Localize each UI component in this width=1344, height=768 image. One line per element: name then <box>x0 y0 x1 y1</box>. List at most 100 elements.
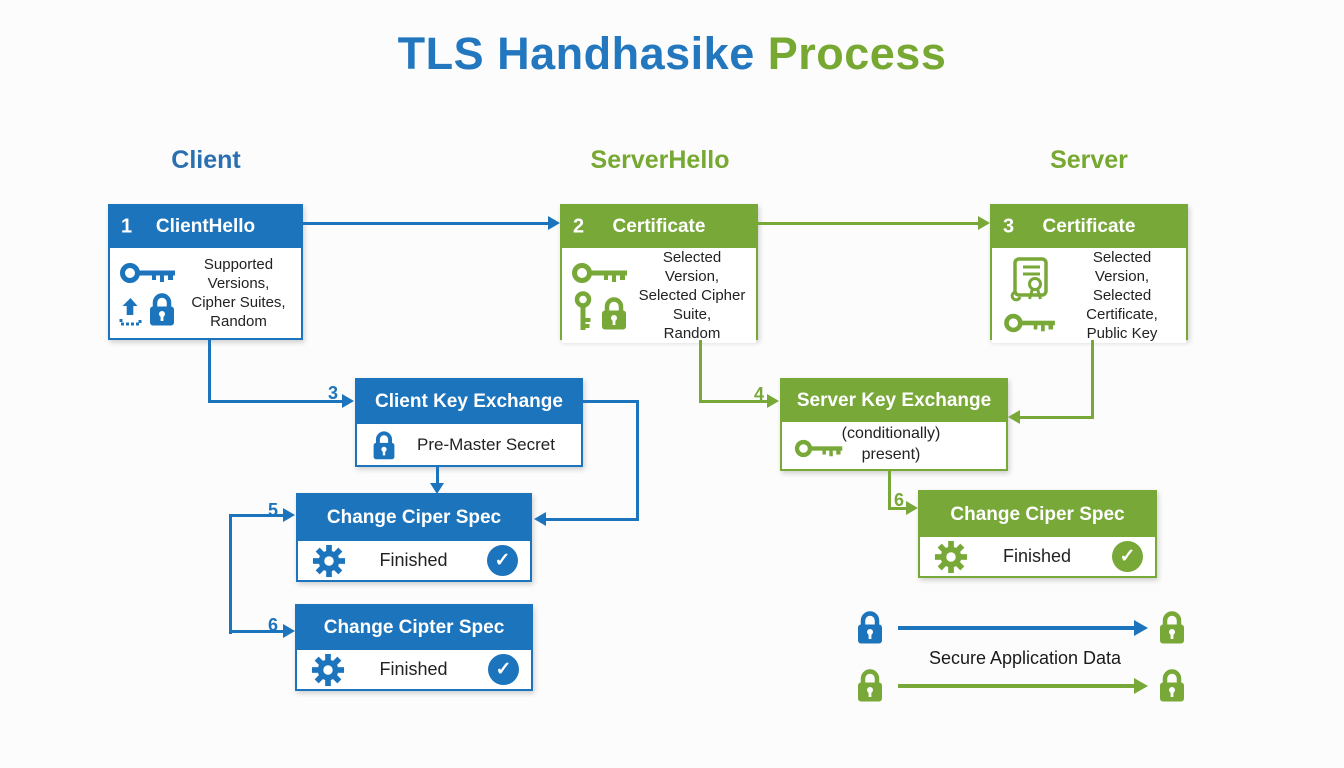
step-label-5: 5 <box>268 500 279 520</box>
arrow-certificate-to-server-head <box>978 216 990 230</box>
step-label-6-server: 6 <box>894 490 905 510</box>
connector-clienthello-right <box>208 400 344 403</box>
lock-icon <box>371 429 397 461</box>
key-icon <box>119 260 177 286</box>
box-client-key-exchange-body: Pre-Master Secret <box>357 424 581 465</box>
box-title: Certificate <box>612 216 706 237</box>
arrow-clienthello-to-certificate-line <box>303 222 549 225</box>
box-body-text: Finished <box>379 550 448 570</box>
key-icon <box>571 260 629 286</box>
secure-data-arrow-blue-head <box>1134 620 1148 636</box>
secure-data-arrow-green-line <box>898 684 1138 688</box>
check-icon: ✓ <box>1112 541 1143 572</box>
connector-certificate-right <box>699 400 769 403</box>
connector-ske-down <box>888 471 891 510</box>
box-title: Change Ciper Spec <box>950 503 1125 525</box>
box-client-key-exchange-header: Client Key Exchange <box>357 380 581 424</box>
box-title: Certificate <box>1042 216 1136 237</box>
step-number: 2 <box>573 215 585 238</box>
gear-icon <box>934 540 968 574</box>
title-part-blue: TLS Handhasike <box>397 28 755 79</box>
column-header-client: Client <box>171 146 241 174</box>
box-body-text: Finished <box>1002 546 1072 566</box>
box-body-text: Finished <box>379 659 448 679</box>
arrow-clienthello-to-certificate-head <box>548 216 560 230</box>
connector-cke-down <box>636 400 639 521</box>
box-change-cipher-spec-client-2-header: Change Cipter Spec <box>297 606 531 650</box>
box-change-cipher-spec-client-1: Change Ciper Spec Finished ✓ <box>296 493 532 582</box>
arrow-step6-head <box>283 624 295 638</box>
step-number: 3 <box>1003 215 1015 238</box>
lock-icon-green-bottom-left <box>855 667 885 703</box>
connector-step6-line <box>229 630 285 633</box>
box-server-certificate-body: Selected Version, Selected Certificate, … <box>992 248 1186 343</box>
box-body-text: Pre-Master Secret <box>417 435 555 454</box>
connector-bracket-vertical <box>229 516 232 634</box>
check-icon: ✓ <box>488 654 519 685</box>
connector-cke-right <box>583 400 639 403</box>
arrow-to-client-key-exchange-head <box>342 394 354 408</box>
icon-column <box>992 256 1064 335</box>
icon-column <box>110 260 182 327</box>
box-title: Change Ciper Spec <box>326 507 502 528</box>
secure-application-data-label: Secure Application Data <box>928 648 1122 668</box>
page-title: TLS Handhasike Process <box>0 28 1344 80</box>
arrow-into-change-cipher-right-head <box>534 512 546 526</box>
secure-data-arrow-blue-line <box>898 626 1138 630</box>
box-change-cipher-spec-client-2-body: Finished ✓ <box>297 650 531 689</box>
box-title: Client Key Exchange <box>375 391 563 412</box>
secure-data-arrow-green-head <box>1134 678 1148 694</box>
box-server-certificate: 3 Certificate Selected Version, Selected… <box>990 204 1188 343</box>
box-serverhello-certificate: 2 Certificate Selected Version, <box>560 204 758 343</box>
connector-cke-left <box>546 518 639 521</box>
box-client-key-exchange: Client Key Exchange Pre-Master Secret <box>355 378 583 467</box>
box-title: Change Cipter Spec <box>323 617 505 638</box>
arrow-step6-server-head <box>906 501 918 515</box>
step-number: 1 <box>121 215 133 238</box>
connector-server-cert-down <box>1091 340 1094 419</box>
upload-icon <box>119 297 142 327</box>
step-label-3: 3 <box>328 383 339 403</box>
arrow-into-ske-head <box>1008 410 1020 424</box>
arrow-to-server-key-exchange-head <box>767 394 779 408</box>
lock-icon <box>147 291 177 327</box>
connector-clienthello-down <box>208 340 211 403</box>
box-change-cipher-spec-client-1-body: Finished ✓ <box>298 541 530 580</box>
icon-column <box>562 260 634 331</box>
lock-icon-blue-left <box>855 609 885 645</box>
box-server-certificate-header: 3 Certificate <box>992 206 1186 248</box>
arrow-certificate-to-server-line <box>758 222 980 225</box>
step-label-6-client: 6 <box>268 615 279 635</box>
column-header-serverhello: ServerHello <box>590 146 730 174</box>
gear-icon <box>312 544 346 578</box>
column-header-server: Server <box>1050 146 1128 174</box>
box-body-text: Selected Version, Selected Cipher Suite,… <box>638 249 746 342</box>
check-icon: ✓ <box>487 545 518 576</box>
box-title: Server Key Exchange <box>796 390 992 411</box>
step-label-4: 4 <box>754 384 765 404</box>
connector-server-cert-left <box>1020 416 1094 419</box>
connector-step5-line <box>229 514 285 517</box>
connector-cke-bottom <box>436 467 439 485</box>
box-body-text: Selected Version, Selected Certificate, … <box>1086 249 1158 342</box>
certificate-icon <box>1007 256 1053 306</box>
box-change-cipher-spec-client-1-header: Change Ciper Spec <box>298 495 530 541</box>
box-server-key-exchange-body: (conditionally) present) <box>782 422 1006 469</box>
box-change-cipher-spec-server-header: Change Ciper Spec <box>920 492 1155 537</box>
connector-certificate-down <box>699 340 702 403</box>
box-server-key-exchange: Server Key Exchange (conditionally) pres… <box>780 378 1008 471</box>
arrow-cke-down-head <box>430 483 444 494</box>
box-serverhello-certificate-header: 2 Certificate <box>562 206 756 248</box>
gear-icon <box>311 653 345 687</box>
title-part-green: Process <box>767 28 947 79</box>
box-clienthello-body: Supported Versions, Cipher Suites, Rando… <box>110 248 301 338</box>
box-server-key-exchange-header: Server Key Exchange <box>782 380 1006 422</box>
box-body-text: Supported Versions, Cipher Suites, Rando… <box>191 256 286 330</box>
box-clienthello: 1 ClientHello Supported Versions, <box>108 204 303 340</box>
box-change-cipher-spec-client-2: Change Cipter Spec Finished ✓ <box>295 604 533 691</box>
box-change-cipher-spec-server: Change Ciper Spec Finished ✓ <box>918 490 1157 578</box>
connector-ske-right <box>888 507 908 510</box>
arrow-step5-head <box>283 508 295 522</box>
box-clienthello-header: 1 ClientHello <box>110 206 301 248</box>
